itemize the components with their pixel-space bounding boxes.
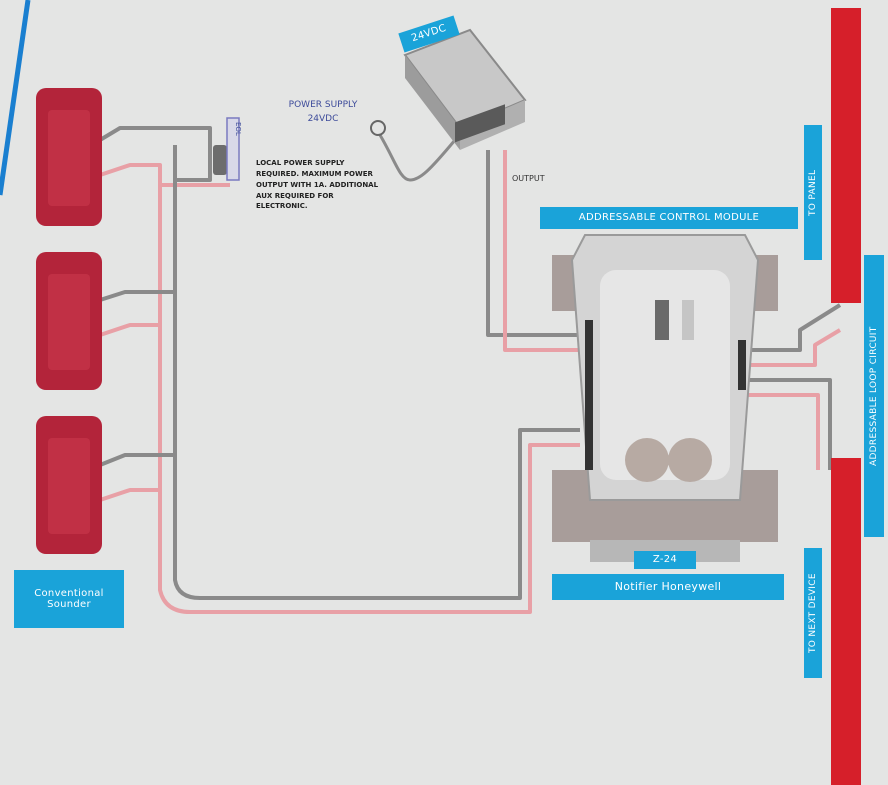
bus-bottom-label: TO NEXT DEVICE bbox=[804, 548, 822, 678]
eol-label: EOL bbox=[234, 122, 242, 136]
wire-device2-pink bbox=[99, 323, 160, 337]
psu-label-line1: POWER SUPPLY bbox=[288, 100, 358, 110]
devices-tag: Conventional Sounder bbox=[14, 570, 124, 628]
wire-left-pink-vertical bbox=[158, 185, 580, 614]
devices-tag-line2: Sounder bbox=[47, 599, 91, 610]
wire-device3-gray bbox=[99, 453, 175, 467]
wire-psu-pink bbox=[503, 150, 580, 352]
module-base-tag-top: Z-24 bbox=[634, 551, 696, 569]
power-supply-unit bbox=[370, 28, 527, 150]
wire-psu-gray bbox=[486, 150, 580, 337]
control-module bbox=[552, 234, 778, 562]
wires bbox=[98, 126, 842, 614]
wire-device1-pink bbox=[99, 163, 230, 187]
bus-top-label: TO PANEL bbox=[804, 125, 822, 260]
edge-accent-line bbox=[0, 0, 31, 196]
psu-mains-plug bbox=[370, 120, 386, 136]
devices-tag-line1: Conventional bbox=[34, 587, 104, 599]
sounder-devices bbox=[36, 88, 102, 554]
bus-side-label: ADDRESSABLE LOOP CIRCUIT bbox=[864, 255, 884, 537]
psu-label-line2: 24VDC bbox=[307, 114, 339, 125]
psu-label: POWER SUPPLY 24VDC bbox=[268, 98, 378, 127]
wire-module-loop-gray bbox=[740, 303, 842, 352]
bus-bar-lower bbox=[831, 458, 861, 785]
eol-resistor bbox=[213, 117, 240, 181]
psu-output-label: OUTPUT bbox=[512, 174, 545, 183]
loop-bus bbox=[831, 8, 861, 785]
wire-psu-mains bbox=[378, 134, 457, 182]
wire-module-loop-pink2 bbox=[740, 393, 820, 470]
wire-module-loop-gray2 bbox=[740, 378, 832, 470]
psu-note: LOCAL POWER SUPPLY REQUIRED. MAXIMUM POW… bbox=[256, 159, 379, 211]
wire-left-gray-vertical bbox=[173, 145, 580, 600]
wire-module-loop-pink bbox=[740, 328, 842, 367]
bus-bar-upper bbox=[831, 8, 861, 303]
control-module-title: ADDRESSABLE CONTROL MODULE bbox=[540, 207, 798, 229]
wire-device1-gray bbox=[98, 126, 212, 182]
wire-device2-gray bbox=[99, 290, 175, 302]
wire-device3-pink bbox=[99, 488, 160, 502]
module-base-tag: Notifier Honeywell bbox=[552, 574, 784, 600]
